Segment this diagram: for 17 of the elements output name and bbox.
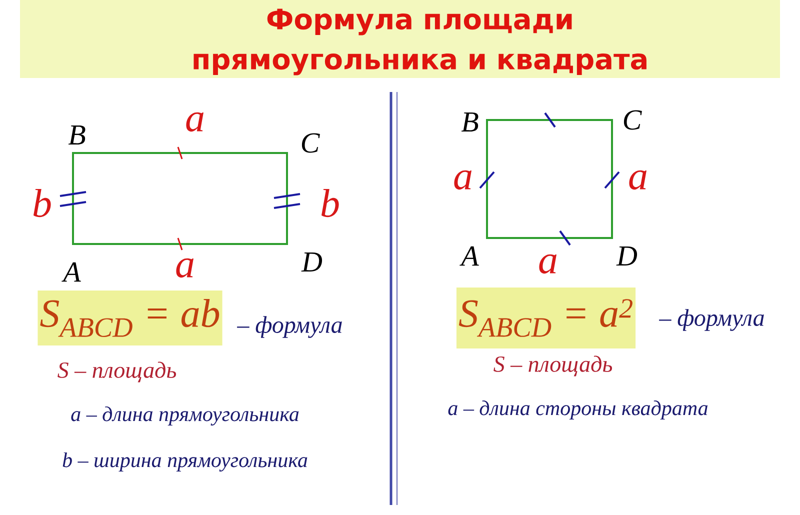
- formula-box: S$_{ABCD}$ = ab: [38, 290, 222, 346]
- vertex-label: D: [301, 252, 322, 272]
- side-label: a: [629, 170, 646, 190]
- vertex-label: C: [302, 133, 320, 153]
- side-label: a: [454, 170, 472, 190]
- definition-text: b – ширина прямоугольника: [62, 452, 308, 472]
- formula-box: S$_{ABCD}$ = a$^{2}$: [456, 288, 636, 348]
- formula-word: – формула: [659, 309, 764, 331]
- definition-text: a – длина стороны квадрата: [448, 400, 708, 420]
- vertex-label: C: [624, 110, 642, 130]
- side-label: b: [34, 188, 51, 218]
- side-label: b: [322, 188, 339, 218]
- definition-text: a – длина прямоугольника: [71, 406, 299, 426]
- side-label: a: [186, 112, 204, 132]
- vertex-label: B: [68, 125, 86, 145]
- vertex-label: B: [461, 112, 478, 132]
- title-band: Формула площади прямоугольника и квадрата: [20, 0, 780, 78]
